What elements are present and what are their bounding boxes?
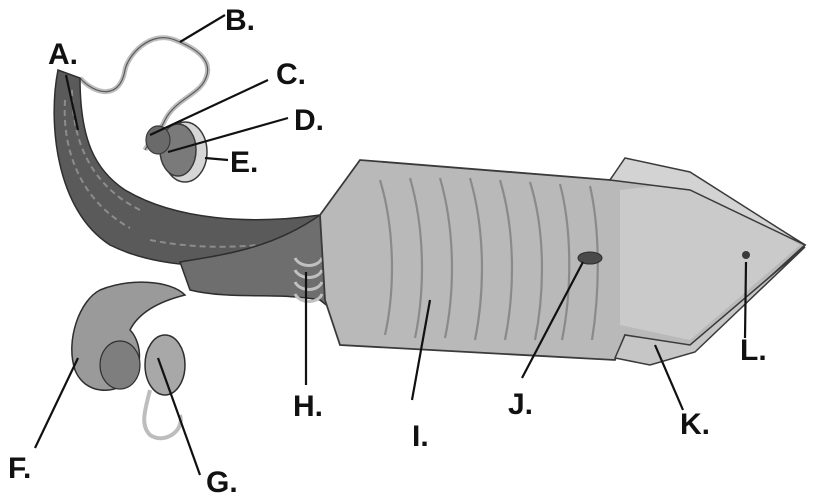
label-i: I. [412,420,429,453]
leader-c [150,80,268,135]
label-h: H. [293,390,323,423]
label-f: F. [8,452,31,485]
structure-g-duct [144,390,181,438]
structure-posterior-region [620,182,800,340]
label-j: J. [508,388,533,421]
leader-e [205,158,228,160]
label-d: D. [294,104,324,137]
label-b: B. [225,4,255,37]
label-c: C. [276,58,306,91]
leader-l [745,262,746,338]
label-l: L. [740,334,767,367]
leader-f [35,358,78,448]
label-g: G. [206,466,238,497]
structure-l [742,251,750,259]
structure-j [578,252,602,264]
structure-g [145,335,185,395]
label-e: E. [230,146,258,179]
leader-b [180,15,225,42]
structure-f-lobe [100,341,140,389]
label-k: K. [680,408,710,441]
label-a: A. [48,38,78,71]
